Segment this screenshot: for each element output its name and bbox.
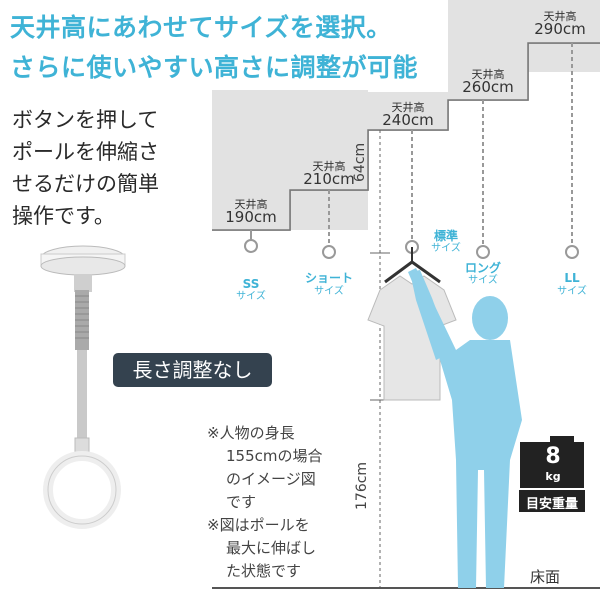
person-silhouette: [408, 268, 522, 588]
ceiling-height-standard: 240cm: [382, 111, 434, 129]
ceiling-height-ll: 290cm: [534, 20, 586, 38]
weight-label: 目安重量: [525, 497, 578, 512]
note-line5: ※図はポールを: [207, 516, 310, 534]
description-line1: ボタンを押して: [12, 108, 159, 132]
description-line2: ポールを伸縮さ: [12, 140, 159, 164]
ceiling-label-long: 天井高: [471, 68, 505, 81]
size-name-ll: LL: [564, 271, 580, 285]
no-adjust-badge: 長さ調整なし: [113, 353, 272, 387]
headline-line1: 天井高にあわせてサイズを選択。: [10, 13, 392, 42]
size-sub-ll: サイズ: [557, 286, 587, 297]
dimension-lower: 176cm: [354, 461, 370, 510]
description-line3: せるだけの簡単: [12, 172, 159, 196]
size-name-ss: SS: [242, 277, 260, 291]
floor-label: 床面: [530, 568, 561, 586]
weight-badge: [519, 436, 585, 512]
weight-unit: kg: [545, 470, 561, 483]
size-sub-ss: サイズ: [236, 291, 266, 302]
headline-line2: さらに使いやすい高さに調整が可能: [10, 53, 419, 82]
poles: [244, 43, 579, 259]
note-line3: のイメージ図: [226, 470, 316, 488]
note-line6: 最大に伸ばし: [226, 539, 317, 557]
size-name-short: ショート: [304, 271, 353, 285]
description-line4: 操作です。: [12, 204, 115, 228]
size-sub-long: サイズ: [468, 275, 498, 286]
size-sub-standard: サイズ: [431, 243, 461, 254]
ceiling-fill: [212, 0, 600, 230]
note-line2: 155cmの場合: [226, 447, 323, 465]
size-sub-short: サイズ: [314, 286, 344, 297]
size-name-standard: 標準: [433, 229, 458, 243]
ceiling-label-ss: 天井高: [234, 198, 268, 211]
ceiling-height-long: 260cm: [462, 78, 514, 96]
ceiling-label-standard: 天井高: [391, 101, 425, 114]
ceiling-label-short: 天井高: [312, 160, 346, 173]
ceiling-label-ll: 天井高: [543, 10, 577, 23]
dimension-upper: 64cm: [352, 142, 368, 182]
hanger-icon: [384, 260, 441, 284]
size-name-long: ロング: [464, 261, 501, 275]
note-line7: た状態です: [226, 562, 302, 580]
ceiling-height-ss: 190cm: [225, 208, 277, 226]
note-line4: です: [226, 493, 257, 511]
ceiling-edge: [212, 42, 600, 231]
weight-number: 8: [545, 444, 561, 469]
ceiling-height-short: 210cm: [303, 170, 355, 188]
product-pole-icon: [40, 245, 126, 529]
note-line1: ※人物の身長: [207, 424, 295, 442]
